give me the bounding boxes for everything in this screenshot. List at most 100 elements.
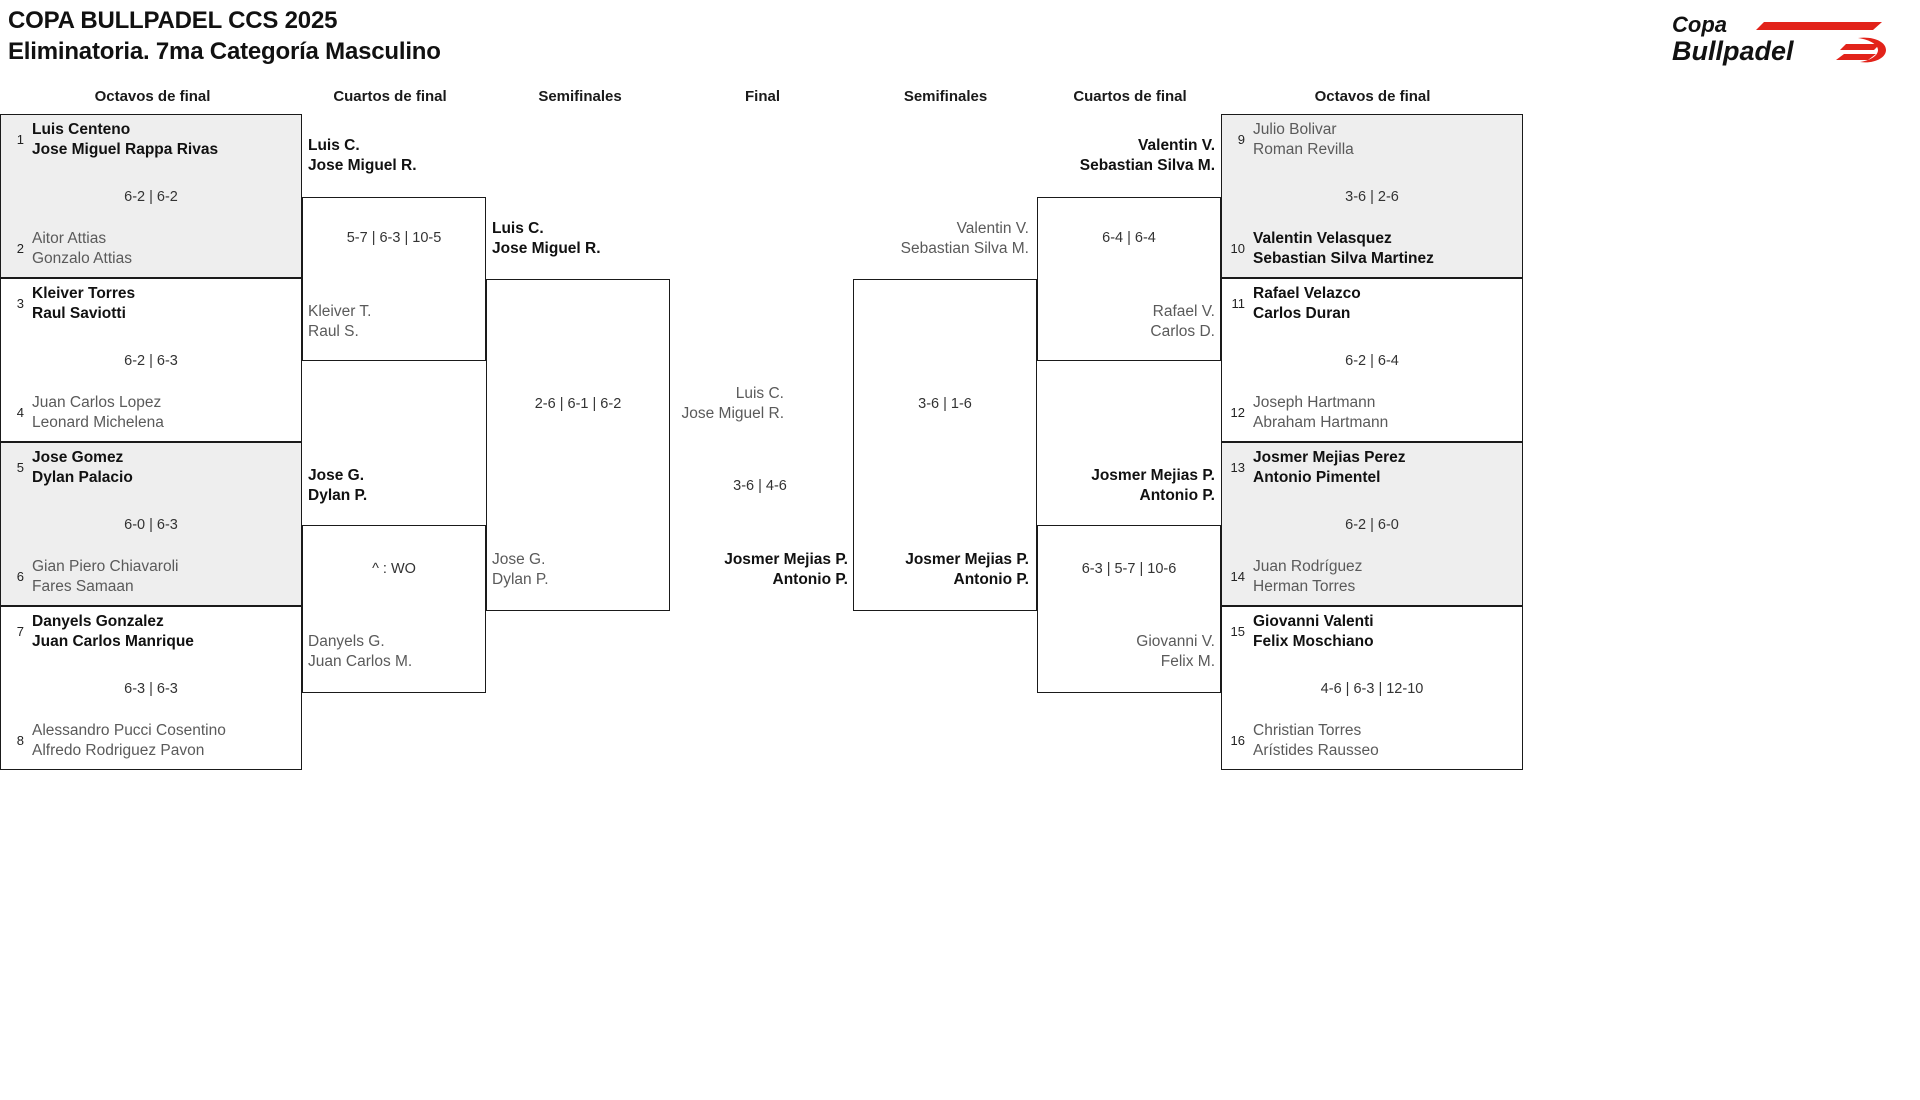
player-2: Herman Torres xyxy=(1253,577,1356,595)
player-2: Juan Carlos Manrique xyxy=(32,632,194,650)
player-1: Danyels Gonzalez xyxy=(32,613,164,630)
qf-slot-top[interactable]: Jose G. Dylan P. xyxy=(308,466,367,505)
team-entry[interactable]: 8 Alessandro Pucci Cosentino Alfredo Rod… xyxy=(2,721,226,760)
match-score: 2-6 | 6-1 | 6-2 xyxy=(534,396,622,412)
team-names: Josmer Mejias Perez Antonio Pimentel xyxy=(1245,448,1406,487)
match-box-l-qf-2[interactable] xyxy=(302,525,486,693)
sf-slot-top[interactable]: Luis C. Jose Miguel R. xyxy=(492,219,601,258)
player-1: Giovanni V. xyxy=(1136,633,1215,650)
sf-slot-bottom[interactable]: Jose G. Dylan P. xyxy=(492,550,549,589)
player-2: Dylan Palacio xyxy=(32,468,133,486)
player-2: Dylan P. xyxy=(308,486,368,504)
player-1: Jose G. xyxy=(308,467,364,484)
team-names: Christian Torres Arístides Rausseo xyxy=(1245,721,1379,760)
player-1: Josmer Mejias P. xyxy=(905,551,1029,568)
qf-slot-bottom[interactable]: Giovanni V. Felix M. xyxy=(1029,632,1215,671)
final-slot-top[interactable]: Luis C. Jose Miguel R. xyxy=(600,384,784,423)
match-score: 6-2 | 6-4 xyxy=(1345,353,1399,369)
team-entry[interactable]: 9 Julio Bolivar Roman Revilla xyxy=(1223,120,1354,159)
team-names: Danyels Gonzalez Juan Carlos Manrique xyxy=(24,612,194,651)
player-2: Antonio P. xyxy=(1139,486,1216,504)
match-box-r-r16-1[interactable] xyxy=(1221,114,1523,278)
match-box-r-qf-1[interactable] xyxy=(1037,197,1221,361)
qf-slot-top[interactable]: Valentin V. Sebastian Silva M. xyxy=(1029,136,1215,175)
seed-number: 7 xyxy=(16,624,24,639)
player-1: Kleiver Torres xyxy=(32,285,136,302)
seed-number: 5 xyxy=(16,460,24,475)
seed-number: 1 xyxy=(16,132,24,147)
player-1: Luis C. xyxy=(308,137,360,154)
match-box-l-r16-2[interactable] xyxy=(0,278,302,442)
sf-slot-top[interactable]: Valentin V. Sebastian Silva M. xyxy=(845,219,1029,258)
final-score: 3-6 | 4-6 xyxy=(733,478,787,494)
seed-number: 10 xyxy=(1230,241,1245,256)
player-1: Luis Centeno xyxy=(32,121,131,138)
player-2: Jose Miguel R. xyxy=(308,156,417,174)
qf-slot-top[interactable]: Luis C. Jose Miguel R. xyxy=(308,136,417,175)
player-2: Antonio Pimentel xyxy=(1253,468,1381,486)
team-entry[interactable]: 4 Juan Carlos Lopez Leonard Michelena xyxy=(2,393,164,432)
match-score: 3-6 | 2-6 xyxy=(1345,189,1399,205)
player-2: Abraham Hartmann xyxy=(1253,413,1389,431)
player-2: Raul S. xyxy=(308,322,359,340)
match-score: 6-2 | 6-0 xyxy=(1345,517,1399,533)
player-1: Julio Bolivar xyxy=(1253,121,1337,138)
player-2: Juan Carlos M. xyxy=(308,652,413,670)
sf-slot-bottom[interactable]: Josmer Mejias P. Antonio P. xyxy=(845,550,1029,589)
team-entry[interactable]: 10 Valentin Velasquez Sebastian Silva Ma… xyxy=(1223,229,1434,268)
team-entry[interactable]: 15 Giovanni Valenti Felix Moschiano xyxy=(1223,612,1374,651)
round-header-final: Final xyxy=(744,88,780,105)
team-entry[interactable]: 12 Joseph Hartmann Abraham Hartmann xyxy=(1223,393,1389,432)
team-entry[interactable]: 3 Kleiver Torres Raul Saviotti xyxy=(2,284,135,323)
player-1: Josmer Mejias Perez xyxy=(1253,449,1406,466)
player-2: Jose Miguel R. xyxy=(492,239,601,257)
match-box-r-qf-2[interactable] xyxy=(1037,525,1221,693)
match-box-l-r16-3[interactable] xyxy=(0,442,302,606)
match-box-r-r16-4[interactable] xyxy=(1221,606,1523,770)
player-1: Josmer Mejias P. xyxy=(724,551,848,568)
match-box-r-r16-3[interactable] xyxy=(1221,442,1523,606)
final-slot-bottom[interactable]: Josmer Mejias P. Antonio P. xyxy=(664,550,848,589)
player-2: Antonio P. xyxy=(772,570,849,588)
qf-slot-top[interactable]: Josmer Mejias P. Antonio P. xyxy=(1029,466,1215,505)
match-box-r-r16-2[interactable] xyxy=(1221,278,1523,442)
team-entry[interactable]: 6 Gian Piero Chiavaroli Fares Samaan xyxy=(2,557,179,596)
team-entry[interactable]: 2 Aitor Attias Gonzalo Attias xyxy=(2,229,132,268)
team-entry[interactable]: 7 Danyels Gonzalez Juan Carlos Manrique xyxy=(2,612,194,651)
team-entry[interactable]: 14 Juan Rodríguez Herman Torres xyxy=(1223,557,1363,596)
team-entry[interactable]: 1 Luis Centeno Jose Miguel Rappa Rivas xyxy=(2,120,218,159)
team-names: Aitor Attias Gonzalo Attias xyxy=(24,229,132,268)
team-names: Juan Rodríguez Herman Torres xyxy=(1245,557,1362,596)
team-names: Valentin Velasquez Sebastian Silva Marti… xyxy=(1245,229,1434,268)
team-entry[interactable]: 11 Rafael Velazco Carlos Duran xyxy=(1223,284,1361,323)
copa-bullpadel-logo: Copa Bullpadel xyxy=(1668,8,1898,70)
tournament-name: COPA BULLPADEL CCS 2025 xyxy=(8,7,338,34)
qf-slot-bottom[interactable]: Rafael V. Carlos D. xyxy=(1029,302,1215,341)
qf-slot-bottom[interactable]: Danyels G. Juan Carlos M. xyxy=(308,632,412,671)
player-1: Kleiver T. xyxy=(308,303,372,320)
match-box-r-sf-1[interactable] xyxy=(853,279,1037,611)
player-2: Felix M. xyxy=(1160,652,1215,670)
round-header-left-semis: Semifinales xyxy=(538,88,622,105)
team-names: Gian Piero Chiavaroli Fares Samaan xyxy=(24,557,178,596)
team-names: Juan Carlos Lopez Leonard Michelena xyxy=(24,393,164,432)
team-entry[interactable]: 16 Christian Torres Arístides Rausseo xyxy=(1223,721,1379,760)
qf-slot-bottom[interactable]: Kleiver T. Raul S. xyxy=(308,302,371,341)
match-score: 6-0 | 6-3 xyxy=(124,517,178,533)
player-2: Jose Miguel Rappa Rivas xyxy=(32,140,219,158)
match-box-l-sf-1[interactable] xyxy=(486,279,670,611)
round-header-left-octavos: Octavos de final xyxy=(94,88,211,105)
team-entry[interactable]: 5 Jose Gomez Dylan Palacio xyxy=(2,448,133,487)
seed-number: 11 xyxy=(1231,296,1246,311)
match-score: 6-4 | 6-4 xyxy=(1102,230,1156,246)
seed-number: 2 xyxy=(16,241,24,256)
match-box-l-qf-1[interactable] xyxy=(302,197,486,361)
player-1: Juan Rodríguez xyxy=(1253,558,1363,575)
seed-number: 9 xyxy=(1237,132,1245,147)
player-2: Carlos Duran xyxy=(1253,304,1351,322)
match-box-l-r16-1[interactable] xyxy=(0,114,302,278)
team-entry[interactable]: 13 Josmer Mejias Perez Antonio Pimentel xyxy=(1223,448,1406,487)
match-box-l-r16-4[interactable] xyxy=(0,606,302,770)
player-1: Valentin Velasquez xyxy=(1253,230,1392,247)
